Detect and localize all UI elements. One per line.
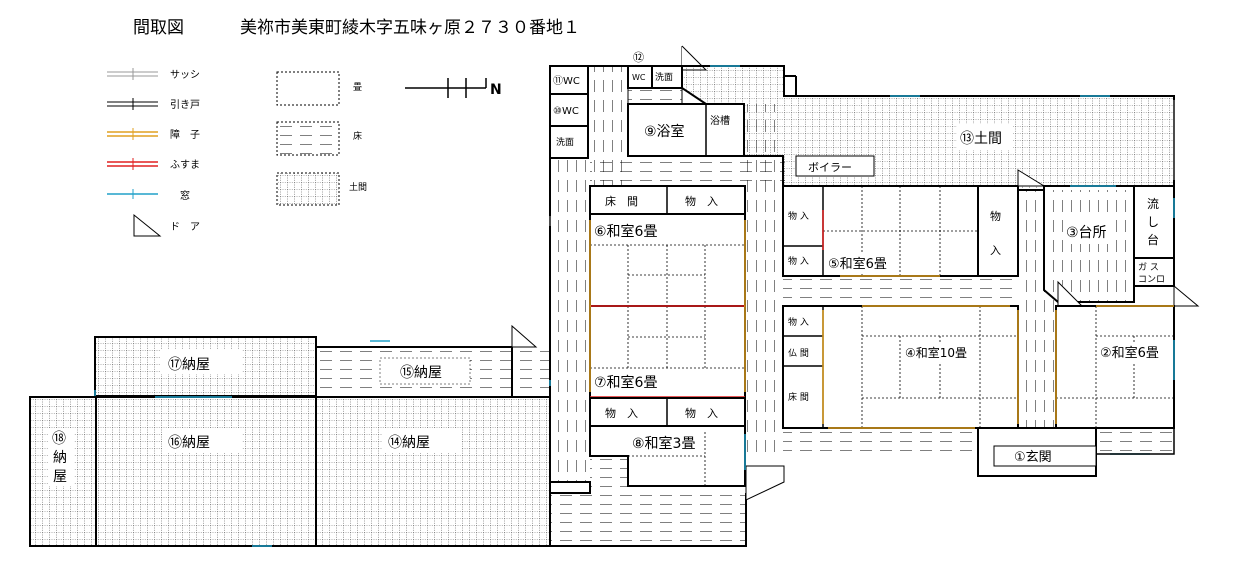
- room-18-label-3: 屋: [53, 469, 67, 485]
- legend-sash: サッシ: [107, 68, 200, 81]
- storehouses: ⑰納屋 ⑮納屋 ⑱ 納 屋 ⑯納屋 ⑭納屋: [29, 324, 551, 547]
- room-12-label: ⑫: [633, 51, 644, 64]
- legend-shoji: 障 子: [107, 128, 200, 141]
- north-arrow: N: [405, 78, 502, 98]
- legend-door: ド ア: [133, 213, 200, 237]
- boiler: [795, 155, 875, 177]
- room-15-label: ⑮納屋: [400, 365, 442, 381]
- room-12-wc-label: WC: [632, 73, 646, 82]
- legend-sliding-label: 引き戸: [170, 99, 200, 111]
- room-7-closet-label-1: 物 入: [605, 406, 638, 420]
- legend-sliding: 引き戸: [107, 98, 200, 111]
- closet-vertical-label-2: 入: [990, 244, 1001, 257]
- room-8-label: ⑧和室3畳: [632, 435, 695, 452]
- legend-tatami: 畳: [276, 71, 362, 106]
- room-3-label: ③台所: [1066, 225, 1107, 241]
- room-18-label-1: ⑱: [52, 431, 66, 447]
- gas-stove-label-1: ガ ス: [1138, 262, 1159, 273]
- legend-doma-label: 土間: [349, 181, 367, 193]
- room-6-tokonoma-label: 床 間: [605, 194, 638, 208]
- legend-tatami-label: 畳: [353, 82, 362, 93]
- room-7-closet-label-2: 物 入: [685, 406, 718, 420]
- sink-label-3: 台: [1147, 232, 1159, 247]
- room-5-label: ⑤和室6畳: [828, 256, 887, 272]
- room-5-closet-label-1: 物 入: [788, 210, 809, 222]
- room-1-label: ①玄関: [1014, 450, 1052, 465]
- gas-stove-label-2: コンロ: [1138, 275, 1165, 285]
- room-6-label: ⑥和室6畳: [594, 223, 657, 240]
- washroom-1: [549, 125, 589, 159]
- room-11-label: ⑪WC: [553, 75, 580, 87]
- room-7-label: ⑦和室6畳: [594, 374, 657, 391]
- legend-window-label: 窓: [180, 189, 190, 202]
- room-4-tokonoma-label: 床 間: [788, 391, 809, 403]
- room-14-label: ⑭納屋: [388, 435, 430, 451]
- room-2-label: ②和室6畳: [1100, 345, 1159, 361]
- legend-fusuma-label: ふすま: [170, 159, 200, 171]
- legend-window: 窓: [107, 189, 190, 202]
- legend-door-label: ド ア: [170, 222, 200, 233]
- legend-floor: 床: [276, 121, 362, 156]
- room-5-closet-label-2: 物 入: [788, 255, 809, 267]
- washroom-1-label: 洗面: [556, 136, 574, 148]
- room-6-closet-label: 物 入: [685, 194, 718, 208]
- room-13-label: ⑬土間: [960, 131, 1002, 147]
- room-7: [589, 305, 746, 399]
- room-10: [549, 93, 589, 127]
- gas-stove: [1133, 257, 1175, 287]
- room-10-label: ⑩WC: [553, 106, 579, 117]
- room-16: [95, 396, 317, 547]
- legend-shoji-label: 障 子: [170, 128, 200, 141]
- legend-fusuma: ふすま: [107, 158, 200, 171]
- address-text: 美祢市美東町綾木字五味ヶ原２７３０番地１: [240, 18, 580, 38]
- room-3: [1043, 185, 1135, 303]
- legend-doma: 土間: [276, 172, 367, 206]
- legend-floor-label: 床: [353, 130, 362, 142]
- room-4: [782, 305, 1019, 429]
- north-label: N: [490, 82, 502, 98]
- room-2: [1055, 305, 1175, 429]
- room-8: [589, 425, 746, 487]
- room-4-closet-label: 物 入: [788, 316, 809, 328]
- closet-vertical: [977, 185, 1019, 277]
- main-house: ⑪WC ⑩WC 洗面 ⑫ WC 洗面 ⑨浴室 浴槽 ⑬土間 ボイラー 床: [549, 45, 1200, 547]
- room-18-label-2: 納: [53, 450, 67, 466]
- entrance-step: [993, 445, 1097, 467]
- sink-label-1: 流: [1147, 197, 1159, 211]
- room-16-label: ⑯納屋: [168, 435, 210, 451]
- boiler-label: ボイラー: [808, 161, 852, 174]
- bathtub-label: 浴槽: [710, 114, 730, 127]
- room-9-label: ⑨浴室: [644, 123, 685, 140]
- room-17-label: ⑰納屋: [168, 357, 210, 373]
- room-4-label: ④和室10畳: [905, 345, 967, 360]
- legend-sash-label: サッシ: [170, 69, 200, 81]
- room-9: [627, 103, 745, 157]
- closet-vertical-label-1: 物: [990, 209, 1001, 223]
- room-4-butsuma-label: 仏 間: [788, 348, 809, 359]
- room-14: [315, 396, 551, 547]
- page-title: 間取図: [133, 18, 184, 38]
- washroom-2-label: 洗面: [655, 71, 673, 83]
- legend: サッシ 引き戸 障 子 ふすま 窓 ド ア: [107, 68, 502, 237]
- sink-label-2: し: [1147, 215, 1159, 229]
